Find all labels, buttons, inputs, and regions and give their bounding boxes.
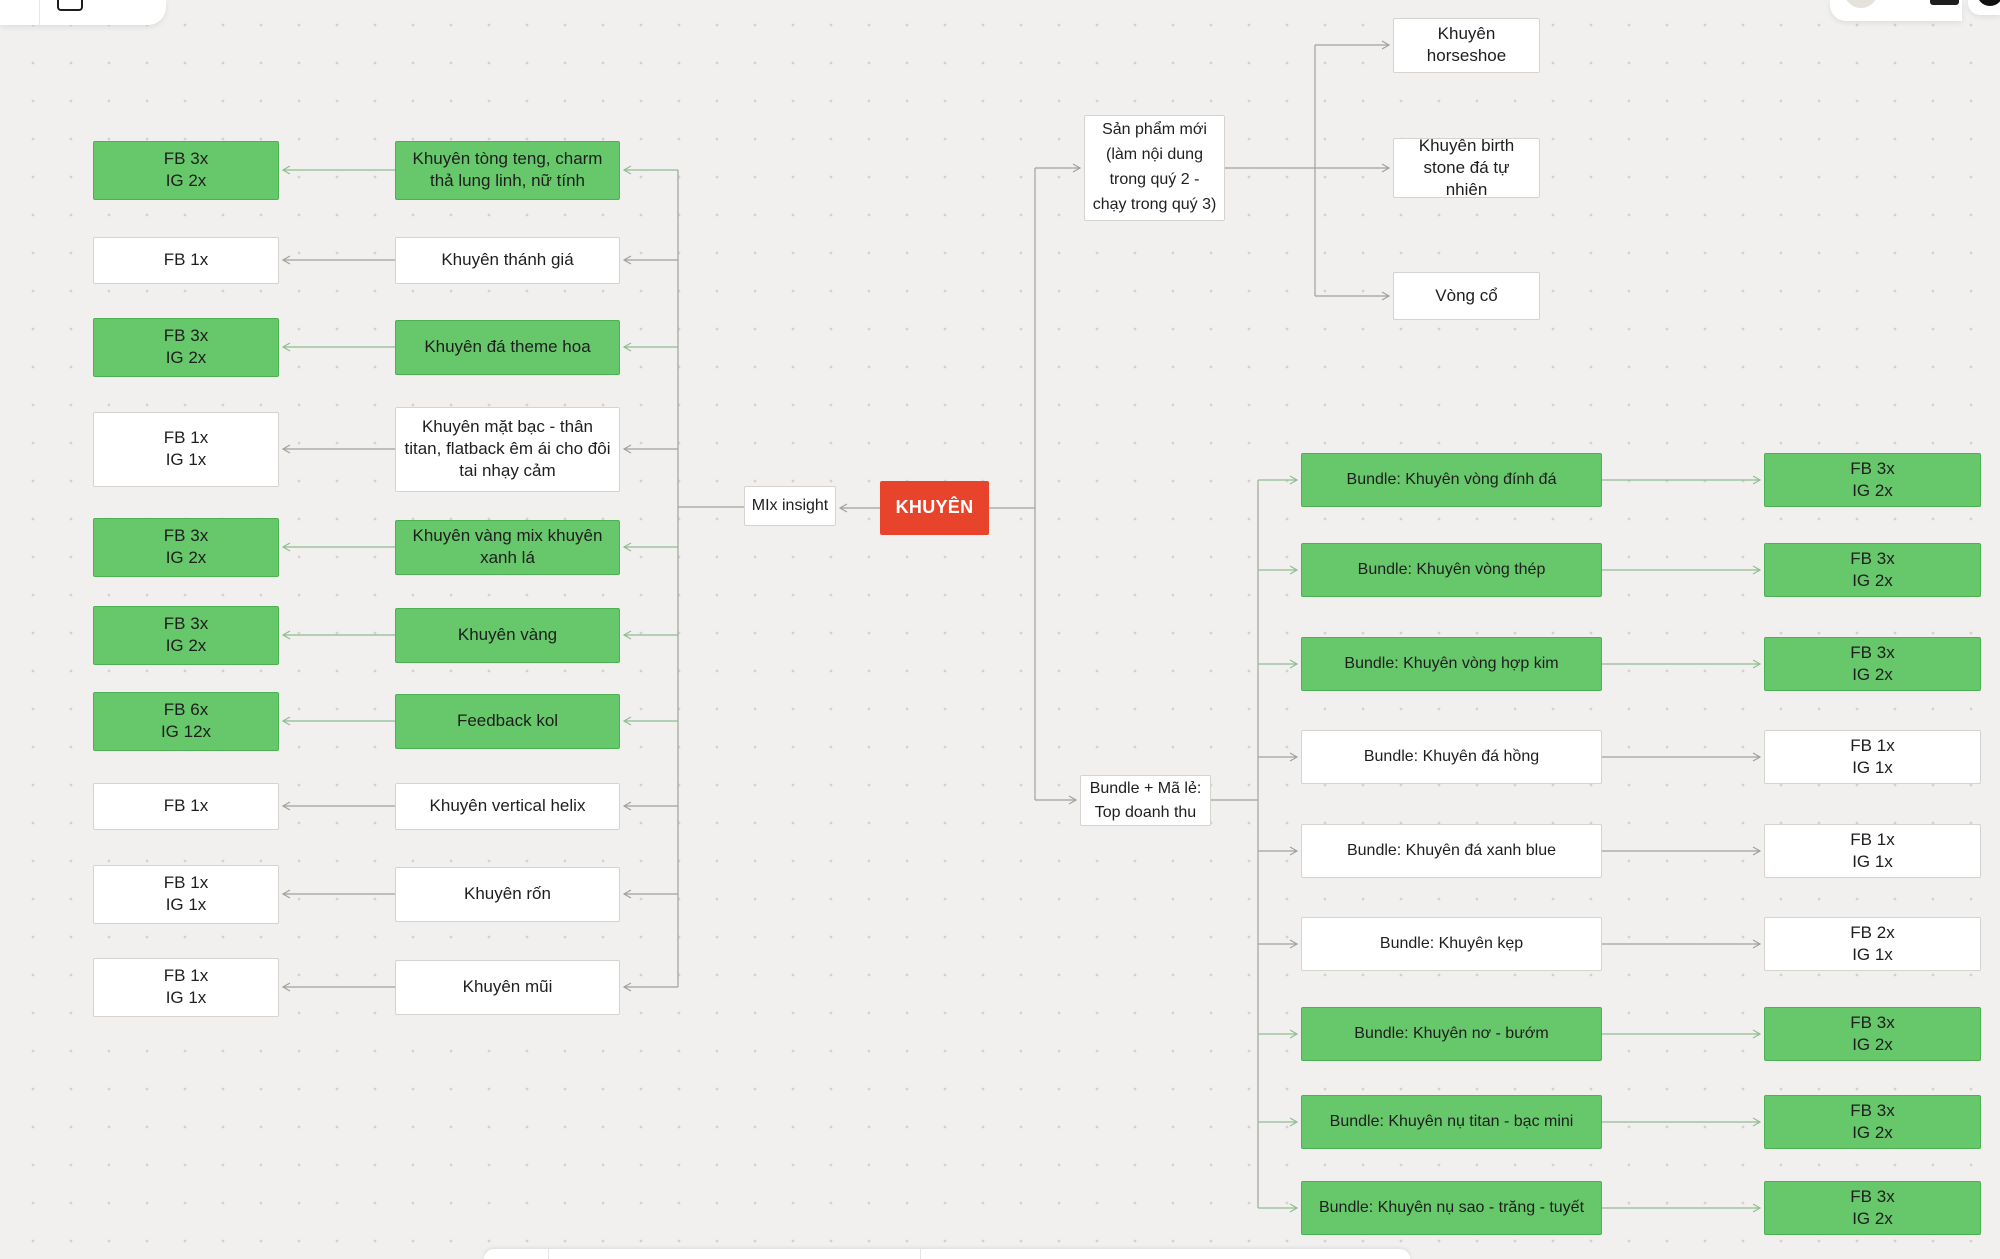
metric-line: FB 3x [163,525,209,545]
metric-line: IG 2x [1852,481,1893,500]
fb-ig-metric-node[interactable]: FB 3x IG 2x [93,605,279,665]
fb-ig-metric-node[interactable]: FB 1x IG 1x [1764,824,1981,878]
fb-ig-metric-node[interactable]: FB 3x IG 2x [1764,1095,1981,1149]
product-node[interactable]: Khuyên vàng mix khuyên xanh lá [395,519,620,575]
metric-line: IG 1x [165,988,207,1007]
metric-line: FB 1x [163,249,209,269]
metric-line: FB 3x [1850,1100,1895,1120]
fb-ig-metric-node[interactable]: FB 3x IG 2x [1764,453,1981,507]
bundle-node[interactable]: Bundle: Khuyên vòng thép [1301,543,1602,597]
sticky-note-icon[interactable] [57,0,83,11]
metric-line: FB 3x [1850,1012,1895,1032]
bundle-node[interactable]: Bundle: Khuyên nơ - bướm [1301,1007,1602,1061]
metric-line: IG 1x [1852,945,1893,964]
bundle-node[interactable]: Bundle: Khuyên nụ titan - bạc mini [1301,1095,1602,1149]
bundle-top-revenue-node[interactable]: Bundle + Mã lẻ: Top doanh thu [1080,775,1211,826]
top-left-toolbar[interactable] [0,0,166,25]
metric-line: IG 2x [165,348,207,367]
product-node[interactable]: Khuyên mũi [395,959,620,1015]
fb-ig-metric-node[interactable]: FB 2x IG 1x [1764,917,1981,971]
metric-line: FB 1x [163,427,209,447]
metric-line: IG 1x [165,895,207,914]
bundle-node[interactable]: Bundle: Khuyên kẹp [1301,917,1602,971]
metric-line: IG 12x [160,722,212,741]
new-product-child-node[interactable]: Khuyên horseshoe [1393,17,1540,73]
user-avatar-icon[interactable] [1977,0,2000,6]
fb-ig-metric-node[interactable]: FB 3x IG 2x [1764,1007,1981,1061]
fb-ig-metric-node[interactable]: FB 1x IG 1x [93,411,279,487]
fb-ig-metric-node[interactable]: FB 1x [93,236,279,284]
metric-line: FB 3x [163,325,209,345]
bundle-node[interactable]: Bundle: Khuyên vòng hợp kim [1301,637,1602,691]
product-node[interactable]: Khuyên thánh giá [395,236,620,284]
fb-ig-metric-node[interactable]: FB 6x IG 12x [93,691,279,751]
metric-line: FB 6x [163,699,209,719]
metric-line: FB 3x [1850,642,1895,662]
metric-line: IG 2x [1852,1123,1893,1142]
bundle-node[interactable]: Bundle: Khuyên đá xanh blue [1301,824,1602,878]
fb-ig-metric-node[interactable]: FB 1x IG 1x [93,957,279,1017]
root-node-khuyen[interactable]: KHUYÊN [880,481,989,535]
metric-line: IG 2x [165,636,207,655]
product-node[interactable]: Feedback kol [395,693,620,749]
fb-ig-metric-node[interactable]: FB 1x IG 1x [93,864,279,924]
fb-ig-metric-node[interactable]: FB 3x IG 2x [93,140,279,200]
product-node[interactable]: Khuyên tòng teng, charm thả lung linh, n… [395,140,620,200]
avatar[interactable] [1844,0,1878,8]
fb-ig-metric-node[interactable]: FB 3x IG 2x [1764,1181,1981,1235]
metric-line: FB 3x [1850,1186,1895,1206]
top-right-toolbar[interactable] [1830,0,1962,21]
metric-line: FB 1x [1850,829,1895,849]
bundle-node[interactable]: Bundle: Khuyên đá hồng [1301,730,1602,784]
share-button[interactable] [1930,0,1959,5]
toolbar-divider [548,1249,549,1259]
metric-line: FB 3x [1850,458,1895,478]
metric-line: FB 1x [163,965,209,985]
toolbar-divider [39,0,40,25]
metric-line: IG 2x [1852,1035,1893,1054]
fb-ig-metric-node[interactable]: FB 1x IG 1x [1764,730,1981,784]
product-node[interactable]: Khuyên vertical helix [395,782,620,830]
bottom-toolbar[interactable] [484,1249,1410,1259]
fb-ig-metric-node[interactable]: FB 3x IG 2x [1764,543,1981,597]
product-node[interactable]: Khuyên rốn [395,866,620,922]
metric-line: IG 1x [165,450,207,469]
metric-line: FB 2x [1850,922,1895,942]
metric-line: IG 2x [1852,571,1893,590]
product-node[interactable]: Khuyên vàng [395,607,620,663]
fb-ig-metric-node[interactable]: FB 1x [93,782,279,830]
product-node[interactable]: Khuyên mặt bạc - thân titan, flatback êm… [395,406,620,492]
metric-line: IG 2x [1852,1209,1893,1228]
toolbar-divider [920,1249,921,1259]
fb-ig-metric-node[interactable]: FB 3x IG 2x [93,317,279,377]
top-right-menu[interactable] [1968,0,2000,15]
new-product-child-node[interactable]: Vòng cổ [1393,272,1540,320]
bundle-node[interactable]: Bundle: Khuyên nụ sao - trăng - tuyết [1301,1181,1602,1235]
metric-line: FB 1x [1850,735,1895,755]
product-node[interactable]: Khuyên đá theme hoa [395,319,620,375]
new-products-node[interactable]: Sản phẩm mới (làm nội dung trong quý 2 -… [1084,115,1225,221]
metric-line: FB 1x [163,872,209,892]
metric-line: FB 3x [163,148,209,168]
fb-ig-metric-node[interactable]: FB 3x IG 2x [1764,637,1981,691]
bundle-node[interactable]: Bundle: Khuyên vòng đính đá [1301,453,1602,507]
new-product-child-node[interactable]: Khuyên birth stone đá tự nhiên [1393,136,1540,199]
metric-line: IG 2x [165,548,207,567]
metric-line: IG 1x [1852,852,1893,871]
metric-line: FB 3x [163,613,209,633]
metric-line: IG 1x [1852,758,1893,777]
mix-insight-node[interactable]: MIx insight [744,486,836,526]
metric-line: IG 2x [165,171,207,190]
fb-ig-metric-node[interactable]: FB 3x IG 2x [93,517,279,577]
metric-line: IG 2x [1852,665,1893,684]
metric-line: FB 1x [163,795,209,815]
metric-line: FB 3x [1850,548,1895,568]
